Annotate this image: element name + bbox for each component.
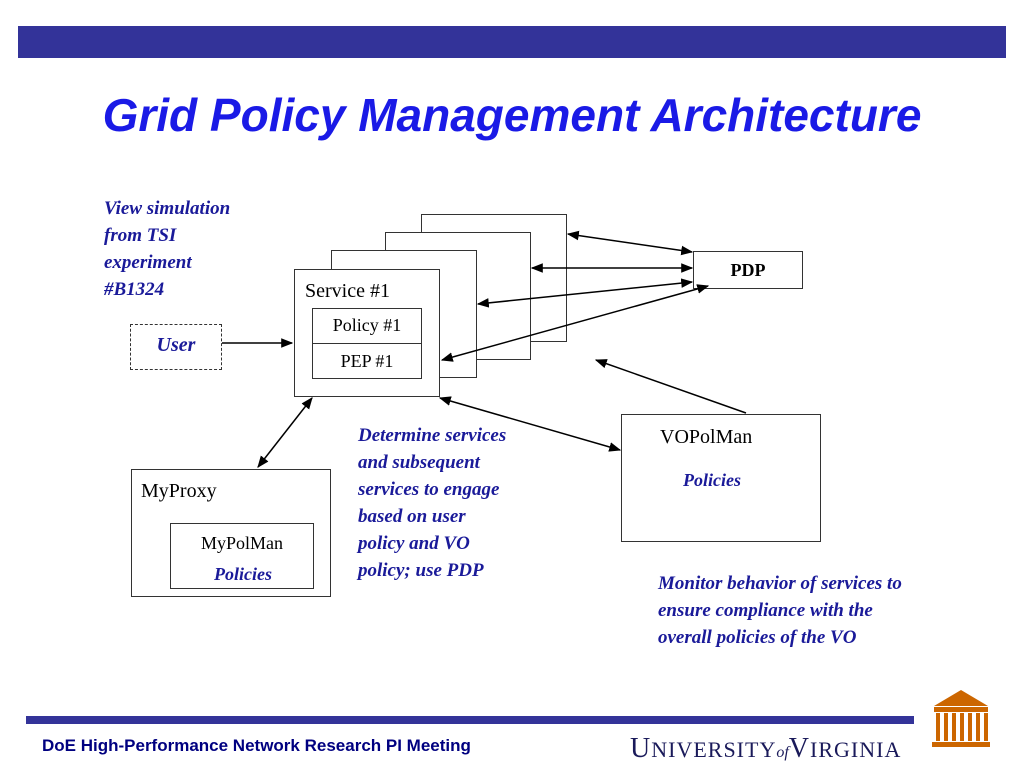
pep-box xyxy=(312,343,422,379)
myproxy-label: MyProxy xyxy=(141,480,217,502)
note-line: #B1324 xyxy=(104,279,165,300)
bottom-bar xyxy=(26,716,914,724)
arrow-vopolman-cards xyxy=(594,359,747,414)
mypolman-box xyxy=(170,523,314,589)
vopolman-box xyxy=(621,414,821,542)
note-line: from TSI xyxy=(104,225,177,246)
user-box xyxy=(130,324,222,370)
note-line: View simulation xyxy=(104,198,231,219)
wordmark-irginia: IRGINIA xyxy=(810,737,902,762)
wordmark-u: U xyxy=(630,733,652,764)
arrow-service-myproxy xyxy=(257,397,313,468)
university-wordmark: UNIVERSITYofVIRGINIA xyxy=(630,733,901,765)
note-line: overall policies of the VO xyxy=(658,627,857,648)
service-label: Service #1 xyxy=(305,280,390,302)
monitor-note: Monitor behavior of services to ensure c… xyxy=(658,570,902,651)
view-simulation-note: View simulation from TSI experiment #B13… xyxy=(104,195,230,303)
wordmark-v: V xyxy=(788,733,811,764)
note-line: Monitor behavior of services to xyxy=(658,573,902,594)
top-bar xyxy=(18,26,1006,58)
policy-box xyxy=(312,308,422,344)
user-label: User xyxy=(156,334,196,356)
vopolman-label: VOPolMan xyxy=(660,426,753,448)
pep-label: PEP #1 xyxy=(340,351,394,371)
pdp-label: PDP xyxy=(730,260,766,280)
determine-services-note: Determine services and subsequent servic… xyxy=(358,422,506,584)
arrow-service-vopolman xyxy=(438,396,622,452)
note-line: based on user xyxy=(358,506,466,527)
policy-label: Policy #1 xyxy=(332,315,402,335)
wordmark-of: of xyxy=(776,744,789,761)
mypolman-label: MyPolMan xyxy=(200,533,283,553)
note-line: policy and VO xyxy=(358,533,470,554)
vopolman-policies-label: Policies xyxy=(683,470,741,490)
slide-title: Grid Policy Management Architecture xyxy=(102,89,922,141)
note-line: policy; use PDP xyxy=(358,560,484,581)
note-line: ensure compliance with the xyxy=(658,600,873,621)
arrow-pep-pdp xyxy=(440,284,710,362)
footer-meeting: DoE High-Performance Network Research PI… xyxy=(42,736,471,755)
note-line: and subsequent xyxy=(358,452,480,473)
mypolman-policies-label: Policies xyxy=(214,564,272,584)
note-line: services to engage xyxy=(358,479,500,500)
note-line: experiment xyxy=(104,252,192,273)
pdp-box xyxy=(693,251,803,289)
arrow-card4-pdp xyxy=(566,230,694,256)
wordmark-niversity: NIVERSITY xyxy=(651,737,777,762)
